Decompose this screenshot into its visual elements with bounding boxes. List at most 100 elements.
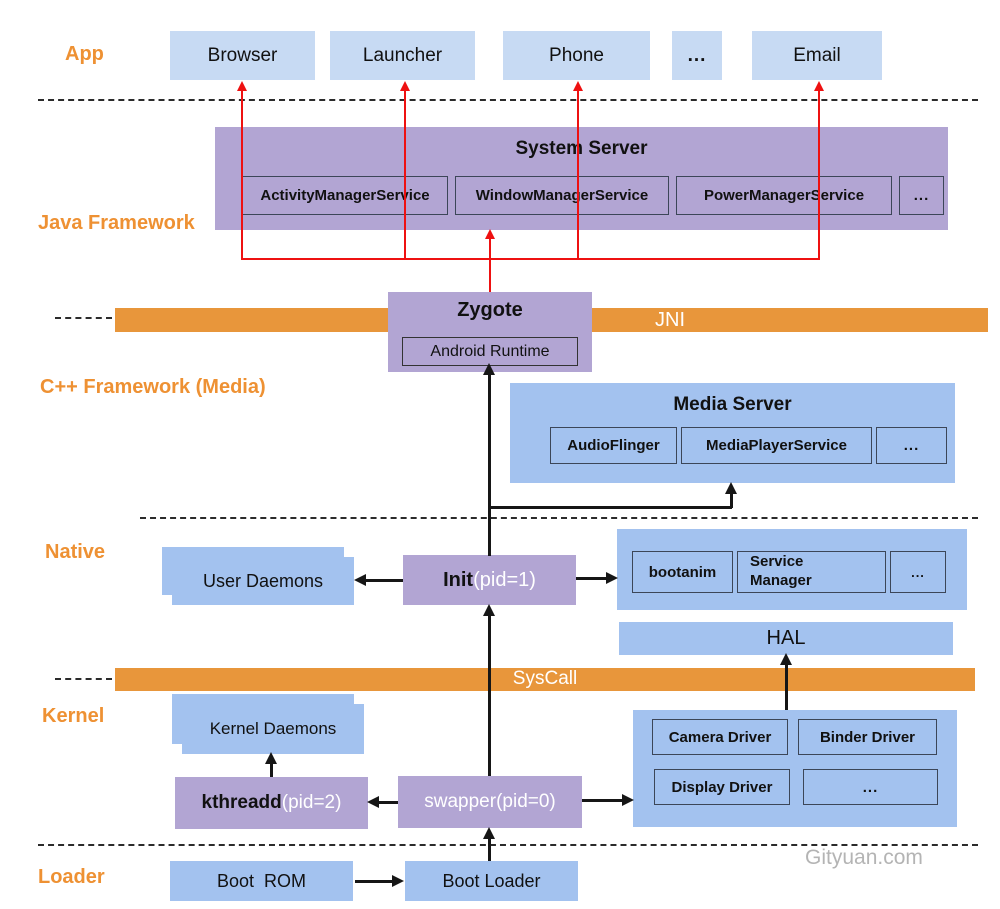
swapper-name: swapper [424,791,497,812]
boot-loader-label: Boot Loader [442,870,541,891]
app-box-dots: ... [672,31,722,80]
app-box-phone-label: Phone [549,44,604,66]
layer-label-kernel: Kernel [42,705,105,727]
app-box-phone: Phone [503,31,650,80]
media-player-service-label: MediaPlayerService [706,437,847,454]
android-runtime-label: Android Runtime [430,342,550,360]
media-server-box [510,383,955,483]
line-swapper-kthreadd [376,801,398,804]
separator-jni-left-stub [55,317,112,319]
bootanim-label: bootanim [648,563,717,581]
line-bootrom-bootloader [355,880,395,883]
jni-bar-label: JNI [655,309,685,331]
line-drivers-hal [785,663,788,710]
service-power-manager-label: PowerManagerService [703,187,865,204]
media-dots: ... [876,427,947,464]
red-line-browser [241,90,243,259]
service-dots: ... [899,176,944,215]
arrowhead-mediaserver [725,482,737,494]
red-line-zygote-systemserver [489,237,491,292]
line-init-mediaserver-h [489,506,732,509]
red-arrowhead-browser [237,81,247,91]
kernel-daemons-box: Kernel Daemons [182,704,364,754]
line-init-services [576,577,609,580]
camera-driver-box: Camera Driver [652,719,788,755]
app-box-browser: Browser [170,31,315,80]
layer-label-loader: Loader [38,866,105,888]
media-server-title: Media Server [673,394,792,415]
init-box: Init(pid=1) [403,555,576,605]
separator-kernel-loader [38,844,978,846]
user-daemons-label: User Daemons [202,570,324,591]
line-init-userdaemons [363,579,403,582]
hal-label: HAL [766,627,806,649]
android-runtime-box: Android Runtime [402,337,578,366]
line-bootloader-swapper [488,837,491,861]
service-activity-manager-label: ActivityManagerService [260,187,430,204]
arrowhead-zygote [483,363,495,375]
arrowhead-bootloader [392,875,404,887]
syscall-bar-label: SysCall [512,668,578,689]
zygote-title: Zygote [457,299,523,321]
system-server-title: System Server [515,138,648,159]
swapper-box: swapper(pid=0) [398,776,582,828]
separator-app-java [38,99,978,101]
boot-rom-box: Boot ROM [170,861,353,901]
red-arrowhead-launcher [400,81,410,91]
arrowhead-kthreadd [367,796,379,808]
line-swapper-drivers [582,799,625,802]
red-line-phone [577,90,579,259]
watermark: Gityuan.com [805,846,923,869]
line-swapper-init [488,613,491,776]
service-manager-box: Service Manager [737,551,886,593]
camera-driver-label: Camera Driver [668,728,772,746]
line-kthreadd-kerneldaemons [270,762,273,777]
layer-label-java-framework: Java Framework [38,212,195,234]
arrowhead-swapper [483,827,495,839]
arrowhead-drivers [622,794,634,806]
drivers-dots-box: ... [803,769,938,805]
separator-syscall-left-stub [55,678,112,680]
service-power-manager: PowerManagerService [676,176,892,215]
binder-driver-box: Binder Driver [798,719,937,755]
red-line-launcher [404,90,406,259]
red-arrowhead-email [814,81,824,91]
app-box-email-label: Email [793,44,841,66]
media-player-service: MediaPlayerService [681,427,872,464]
drivers-dots-label: ... [862,778,879,796]
layer-label-cpp-framework: C++ Framework (Media) [40,376,266,398]
layer-label-app: App [65,43,104,65]
arrowhead-init [483,604,495,616]
syscall-bar [115,668,975,691]
red-line-email [818,90,820,259]
app-box-dots-label: ... [687,44,707,66]
kthreadd-name: kthreadd [201,792,282,813]
native-dots-label: ... [911,564,925,580]
drivers-box [633,710,957,827]
binder-driver-label: Binder Driver [819,728,916,746]
init-name: Init [443,568,474,591]
user-daemons-box: User Daemons [172,557,354,605]
separator-media-native [140,517,978,519]
kthreadd-pid: (pid=2) [281,792,342,813]
line-init-zygote [488,374,491,556]
hal-box: HAL [619,622,953,655]
app-box-launcher: Launcher [330,31,475,80]
native-services-box [617,529,967,610]
red-arrowhead-phone [573,81,583,91]
app-box-launcher-label: Launcher [362,44,443,66]
service-manager-label: Service Manager [750,553,812,589]
media-dots-label: ... [903,437,920,454]
red-arrowhead-systemserver [485,229,495,239]
media-audioflinger: AudioFlinger [550,427,677,464]
kernel-daemons-label: Kernel Daemons [209,719,337,738]
arrowhead-native-services [606,572,618,584]
red-line-horizontal [241,258,820,260]
arrowhead-userdaemons [354,574,366,586]
boot-loader-box: Boot Loader [405,861,578,901]
kthreadd-box: kthreadd(pid=2) [175,777,368,829]
app-box-email: Email [752,31,882,80]
service-window-manager: WindowManagerService [455,176,669,215]
native-dots-box: ... [890,551,946,593]
